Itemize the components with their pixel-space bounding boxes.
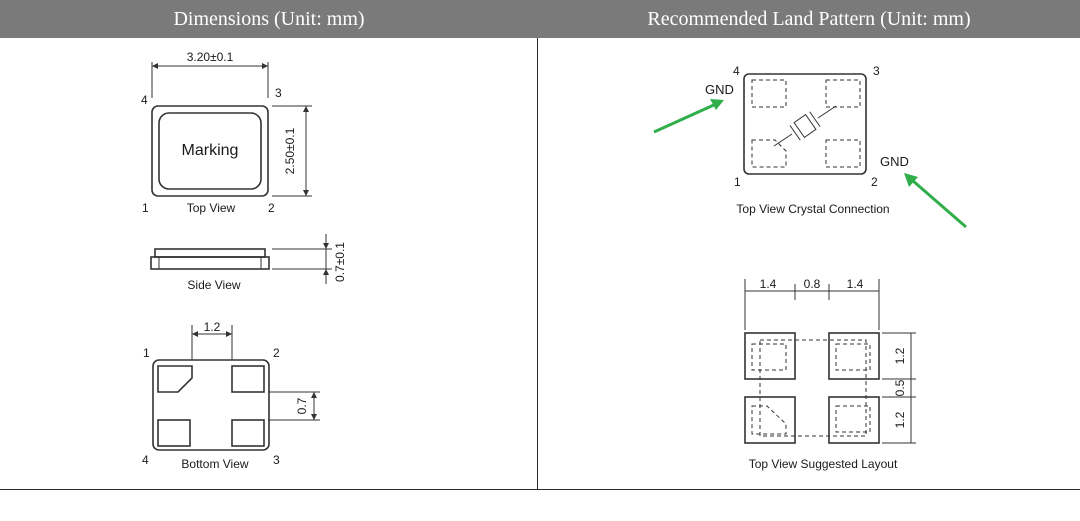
crystal-pin-4: 4 (733, 64, 740, 78)
gnd-label-bottom: GND (880, 154, 909, 169)
top-view-width-dim: 3.20±0.1 (187, 50, 234, 64)
top-view-pin-4: 4 (141, 93, 148, 107)
layout-dim-v-1: 1.2 (893, 347, 907, 364)
bottom-view-pin-1: 1 (143, 346, 150, 360)
side-view-drawing: 0.7±0.1 Side View (150, 234, 347, 292)
bottom-view-drawing: 1.2 0.7 1 2 4 3 Bottom View (142, 320, 320, 471)
layout-dim-h-1: 1.4 (760, 277, 777, 291)
layout-dim-v-3: 1.2 (893, 411, 907, 428)
bottom-view-pin-4: 4 (142, 453, 149, 467)
side-view-label: Side View (187, 278, 240, 292)
bottom-view-pin-3: 3 (273, 453, 280, 467)
layout-dim-h-2: 0.8 (804, 277, 821, 291)
header-dimensions: Dimensions (Unit: mm) (0, 0, 538, 38)
suggested-layout-label: Top View Suggested Layout (749, 457, 898, 471)
bottom-view-pin-2: 2 (273, 346, 280, 360)
column-divider (537, 38, 538, 490)
bottom-view-pad-height-dim: 0.7 (295, 397, 309, 414)
gnd-label-top: GND (705, 82, 734, 97)
top-view-label: Top View (187, 201, 236, 215)
crystal-pin-1: 1 (734, 175, 741, 189)
arrow-to-gnd-bottom (911, 178, 967, 229)
top-view-pin-1: 1 (142, 201, 149, 215)
top-view-pin-2: 2 (268, 201, 275, 215)
bottom-view-label: Bottom View (181, 457, 248, 471)
spec-table: Dimensions (Unit: mm) Recommended Land P… (0, 0, 1080, 490)
crystal-connection-label: Top View Crystal Connection (736, 202, 889, 216)
top-view-marking: Marking (182, 142, 239, 159)
table-bottom-border (0, 489, 1080, 490)
suggested-layout-drawing: 1.4 0.8 1.4 1.2 0.5 1.2 Top View Suggest… (744, 277, 916, 471)
header-land-pattern: Recommended Land Pattern (Unit: mm) (538, 0, 1080, 38)
top-view-pin-3: 3 (275, 86, 282, 100)
crystal-connection-drawing: 4 3 1 2 GND GND Top View Crystal Connect… (653, 64, 967, 229)
side-view-thickness-dim: 0.7±0.1 (333, 242, 347, 282)
top-view-height-dim: 2.50±0.1 (283, 127, 297, 174)
crystal-pin-3: 3 (873, 64, 880, 78)
bottom-view-pad-width-dim: 1.2 (204, 320, 221, 334)
layout-dim-v-2: 0.5 (893, 379, 907, 396)
arrow-to-gnd-top (653, 102, 717, 134)
layout-dim-h-3: 1.4 (847, 277, 864, 291)
crystal-pin-2: 2 (871, 175, 878, 189)
top-view-drawing: 3.20±0.1 Marking 2.50±0.1 4 3 1 2 Top Vi… (141, 50, 312, 215)
